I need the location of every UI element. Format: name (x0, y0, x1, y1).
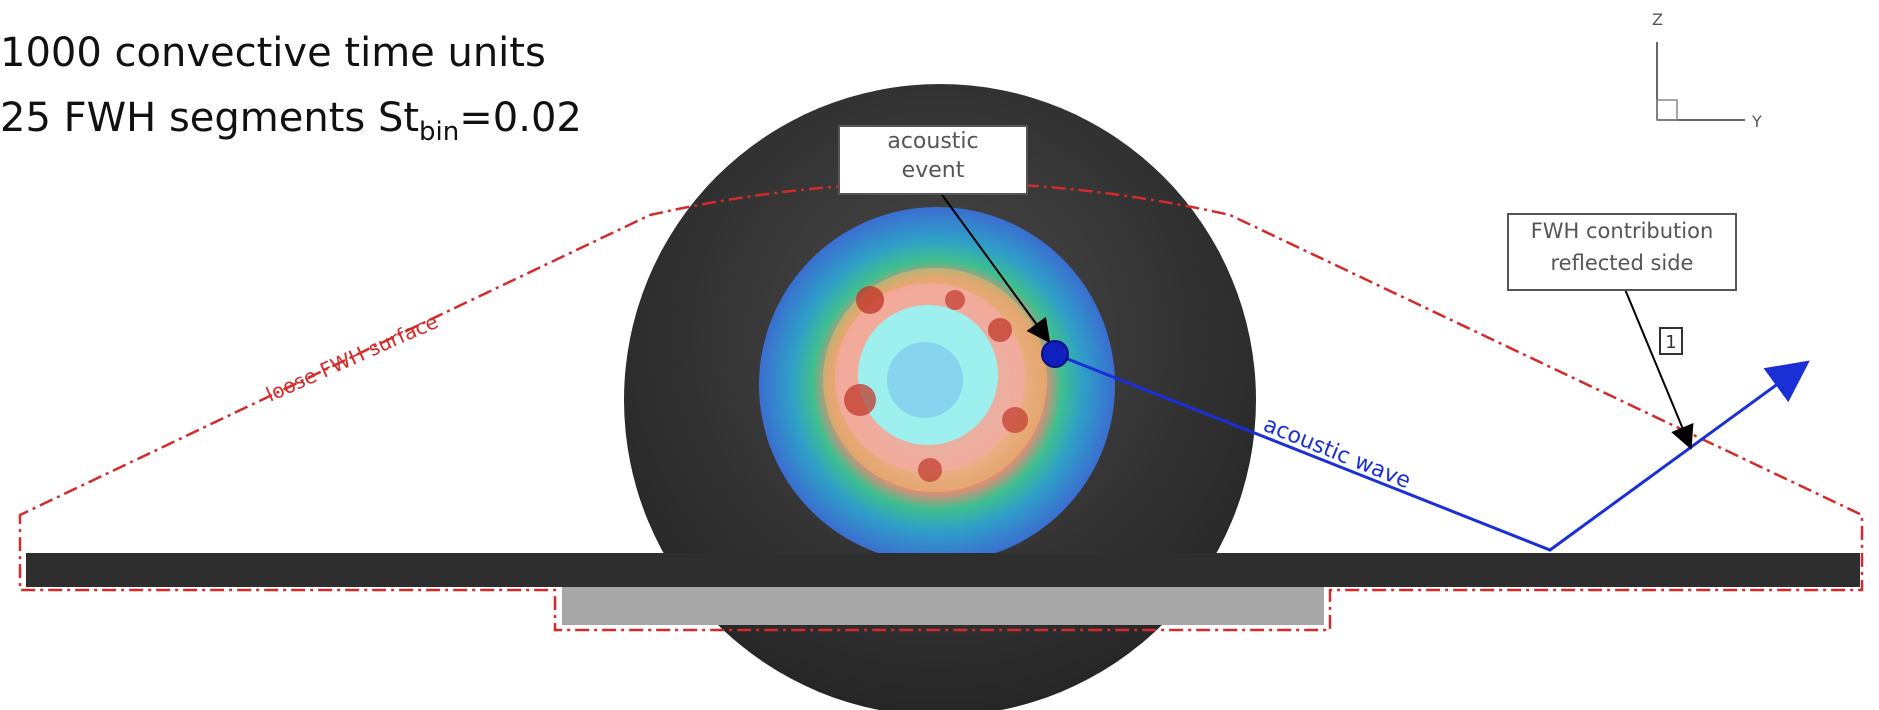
y-axis-label: Y (1751, 112, 1762, 131)
fwh-contribution-line2: reflected side (1550, 251, 1694, 275)
st-value: =0.02 (459, 95, 582, 141)
plate (26, 553, 1860, 587)
under-plate (562, 587, 1324, 625)
axis-triad: Z Y (1652, 10, 1762, 131)
st-subscript: bin (419, 117, 460, 147)
marker-number: 1 (1665, 332, 1676, 353)
acoustic-event-box: acoustic event (838, 125, 1028, 195)
marker-box (1659, 327, 1683, 355)
z-axis-label: Z (1652, 10, 1663, 29)
loose-fwh-surface-label: loose FWH surface (262, 309, 441, 406)
acoustic-event-line1: acoustic (887, 129, 979, 154)
acoustic-wave-path (1054, 352, 1810, 552)
fwh-segments-prefix: 25 FWH segments St (0, 95, 420, 141)
time-units-text: 1000 convective time units (0, 30, 546, 76)
fwh-contribution-line1: FWH contribution (1530, 219, 1714, 243)
fwh-contribution-arrow (1621, 281, 1694, 450)
jet-cross-section (759, 207, 1115, 555)
acoustic-event-line2: event (901, 158, 965, 183)
acoustic-event-dot (1041, 340, 1069, 368)
fwh-segments-text: 25 FWH segments Stbin=0.02 (0, 95, 582, 147)
acoustic-wave-label: acoustic wave (1260, 412, 1414, 494)
fwh-contribution-box: FWH contribution reflected side (1507, 213, 1737, 291)
acoustic-event-arrow (939, 191, 1051, 344)
